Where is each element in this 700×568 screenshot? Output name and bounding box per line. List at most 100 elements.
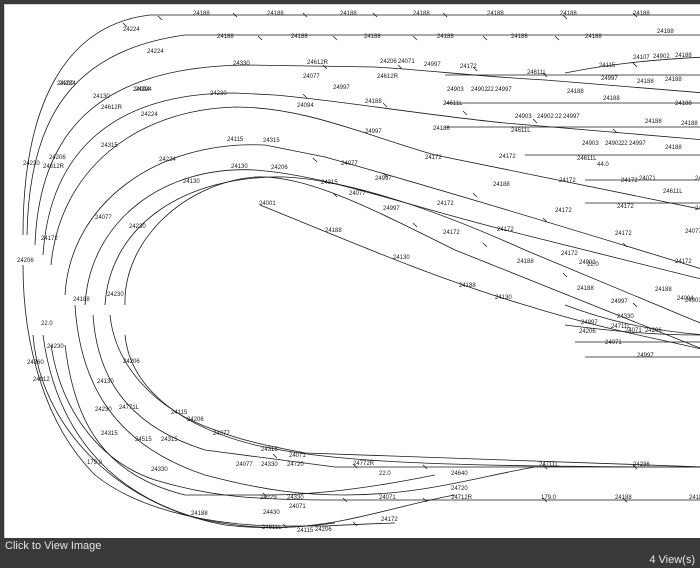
track-label: 24130 <box>93 94 110 100</box>
track-line <box>22 264 396 527</box>
track-marker <box>352 521 358 527</box>
track-marker <box>382 172 388 178</box>
track-label: 24997 <box>629 141 646 147</box>
track-label: 24206 <box>380 59 397 65</box>
track-marker <box>482 242 488 248</box>
track-marker <box>397 64 403 70</box>
track-marker <box>542 217 548 223</box>
track-label: 24224 <box>147 49 164 55</box>
track-marker <box>332 192 338 198</box>
track-label: 24902 <box>537 114 554 120</box>
track-label: 24172 <box>497 227 514 233</box>
track-label: 24188 <box>433 126 450 132</box>
track-label: 24188 <box>267 11 284 17</box>
track-label: 24612R <box>377 74 399 80</box>
track-marker <box>462 110 468 116</box>
track-marker <box>472 66 478 72</box>
track-label: 24515 <box>135 437 152 443</box>
track-label: 24903 <box>515 114 532 120</box>
track-label: 24711L <box>611 324 631 330</box>
track-line <box>259 204 700 350</box>
track-label: 24224 <box>59 81 76 87</box>
track-label: 24902 <box>605 141 622 147</box>
track-line <box>50 106 700 266</box>
track-label: 24612R <box>307 60 329 66</box>
track-label: 22 <box>555 114 562 120</box>
track-label: 24997 <box>601 76 618 82</box>
track-label: 24172 <box>425 155 442 161</box>
track-marker <box>342 497 348 503</box>
track-label: 24315 <box>101 431 118 437</box>
track-label: 24188 <box>665 145 682 151</box>
track-label: 24315 <box>161 437 178 443</box>
track-label: 24071 <box>289 504 306 510</box>
track-label: 24188 <box>675 53 692 59</box>
track-label: 24188 <box>217 34 234 40</box>
track-line <box>32 334 336 529</box>
track-label: 24188 <box>567 89 584 95</box>
track-label: 24997 <box>637 353 654 359</box>
track-label: 24997 <box>563 114 580 120</box>
track-marker <box>422 497 428 503</box>
track-label: 24188 <box>577 286 594 292</box>
track-label: 24611L <box>663 189 683 195</box>
track-marker <box>482 35 488 41</box>
track-label: 24172 <box>460 64 477 70</box>
track-label: 24611L <box>527 70 547 76</box>
track-label: 24612R <box>101 105 123 111</box>
track-label: 24071 <box>379 495 396 501</box>
track-line <box>50 344 700 501</box>
track-label: 24172 <box>41 236 58 242</box>
track-label: 179.0 <box>87 460 103 466</box>
track-label: 24206 <box>645 328 662 334</box>
track-marker <box>302 12 308 18</box>
track-label: 24130 <box>97 379 114 385</box>
track-label: 22 <box>621 141 628 147</box>
track-label: 24430 <box>263 510 280 516</box>
track-line <box>104 176 700 324</box>
track-marker <box>412 222 418 228</box>
track-label: 24172 <box>443 230 460 236</box>
track-label: 24188 <box>665 77 682 83</box>
track-marker <box>372 12 378 18</box>
track-marker <box>472 192 478 198</box>
track-label: 22.0 <box>379 471 391 477</box>
track-label: 24077 <box>95 215 112 221</box>
track-label: 24236 <box>633 462 650 468</box>
track-line <box>109 314 700 468</box>
track-label: 24188 <box>585 34 602 40</box>
track-label: 24188 <box>517 259 534 265</box>
track-label: 24188 <box>603 96 620 102</box>
track-label: 24130 <box>495 295 512 301</box>
track-marker <box>122 22 128 28</box>
track-label: 24997 <box>581 320 598 326</box>
track-label: 24206 <box>271 165 288 171</box>
track-label: 24094 <box>133 87 150 93</box>
track-label: 24172 <box>381 517 398 523</box>
track-marker <box>442 12 448 18</box>
track-label: 24077 <box>685 229 700 235</box>
track-label: 24712R <box>451 495 473 501</box>
track-line <box>34 64 700 246</box>
track-label: 24330 <box>617 314 634 320</box>
track-label: 24172 <box>499 154 516 160</box>
track-marker <box>632 464 638 470</box>
track-label: 24997 <box>611 299 628 305</box>
track-label: 24360 <box>27 360 44 366</box>
track-label: 24188 <box>364 34 381 40</box>
track-marker <box>257 35 263 41</box>
track-marker <box>562 14 568 20</box>
track-label: 22.0 <box>41 321 53 327</box>
track-marker <box>272 453 278 459</box>
track-diagram-viewport[interactable]: 24188 24188 24188 24188 24188 24188 24188 24224… <box>4 4 700 539</box>
track-marker <box>542 497 548 503</box>
click-to-view-link[interactable]: Click to View Image <box>5 540 102 552</box>
track-label: 24188 <box>675 101 692 107</box>
track-label: 24315 <box>101 143 118 149</box>
track-line <box>74 304 536 496</box>
track-label: 24611L <box>262 525 282 531</box>
track-label: 24077 <box>236 462 253 468</box>
track-label: 24188 <box>437 34 454 40</box>
track-label: 24130 <box>231 164 248 170</box>
track-label: 24188 <box>657 29 674 35</box>
